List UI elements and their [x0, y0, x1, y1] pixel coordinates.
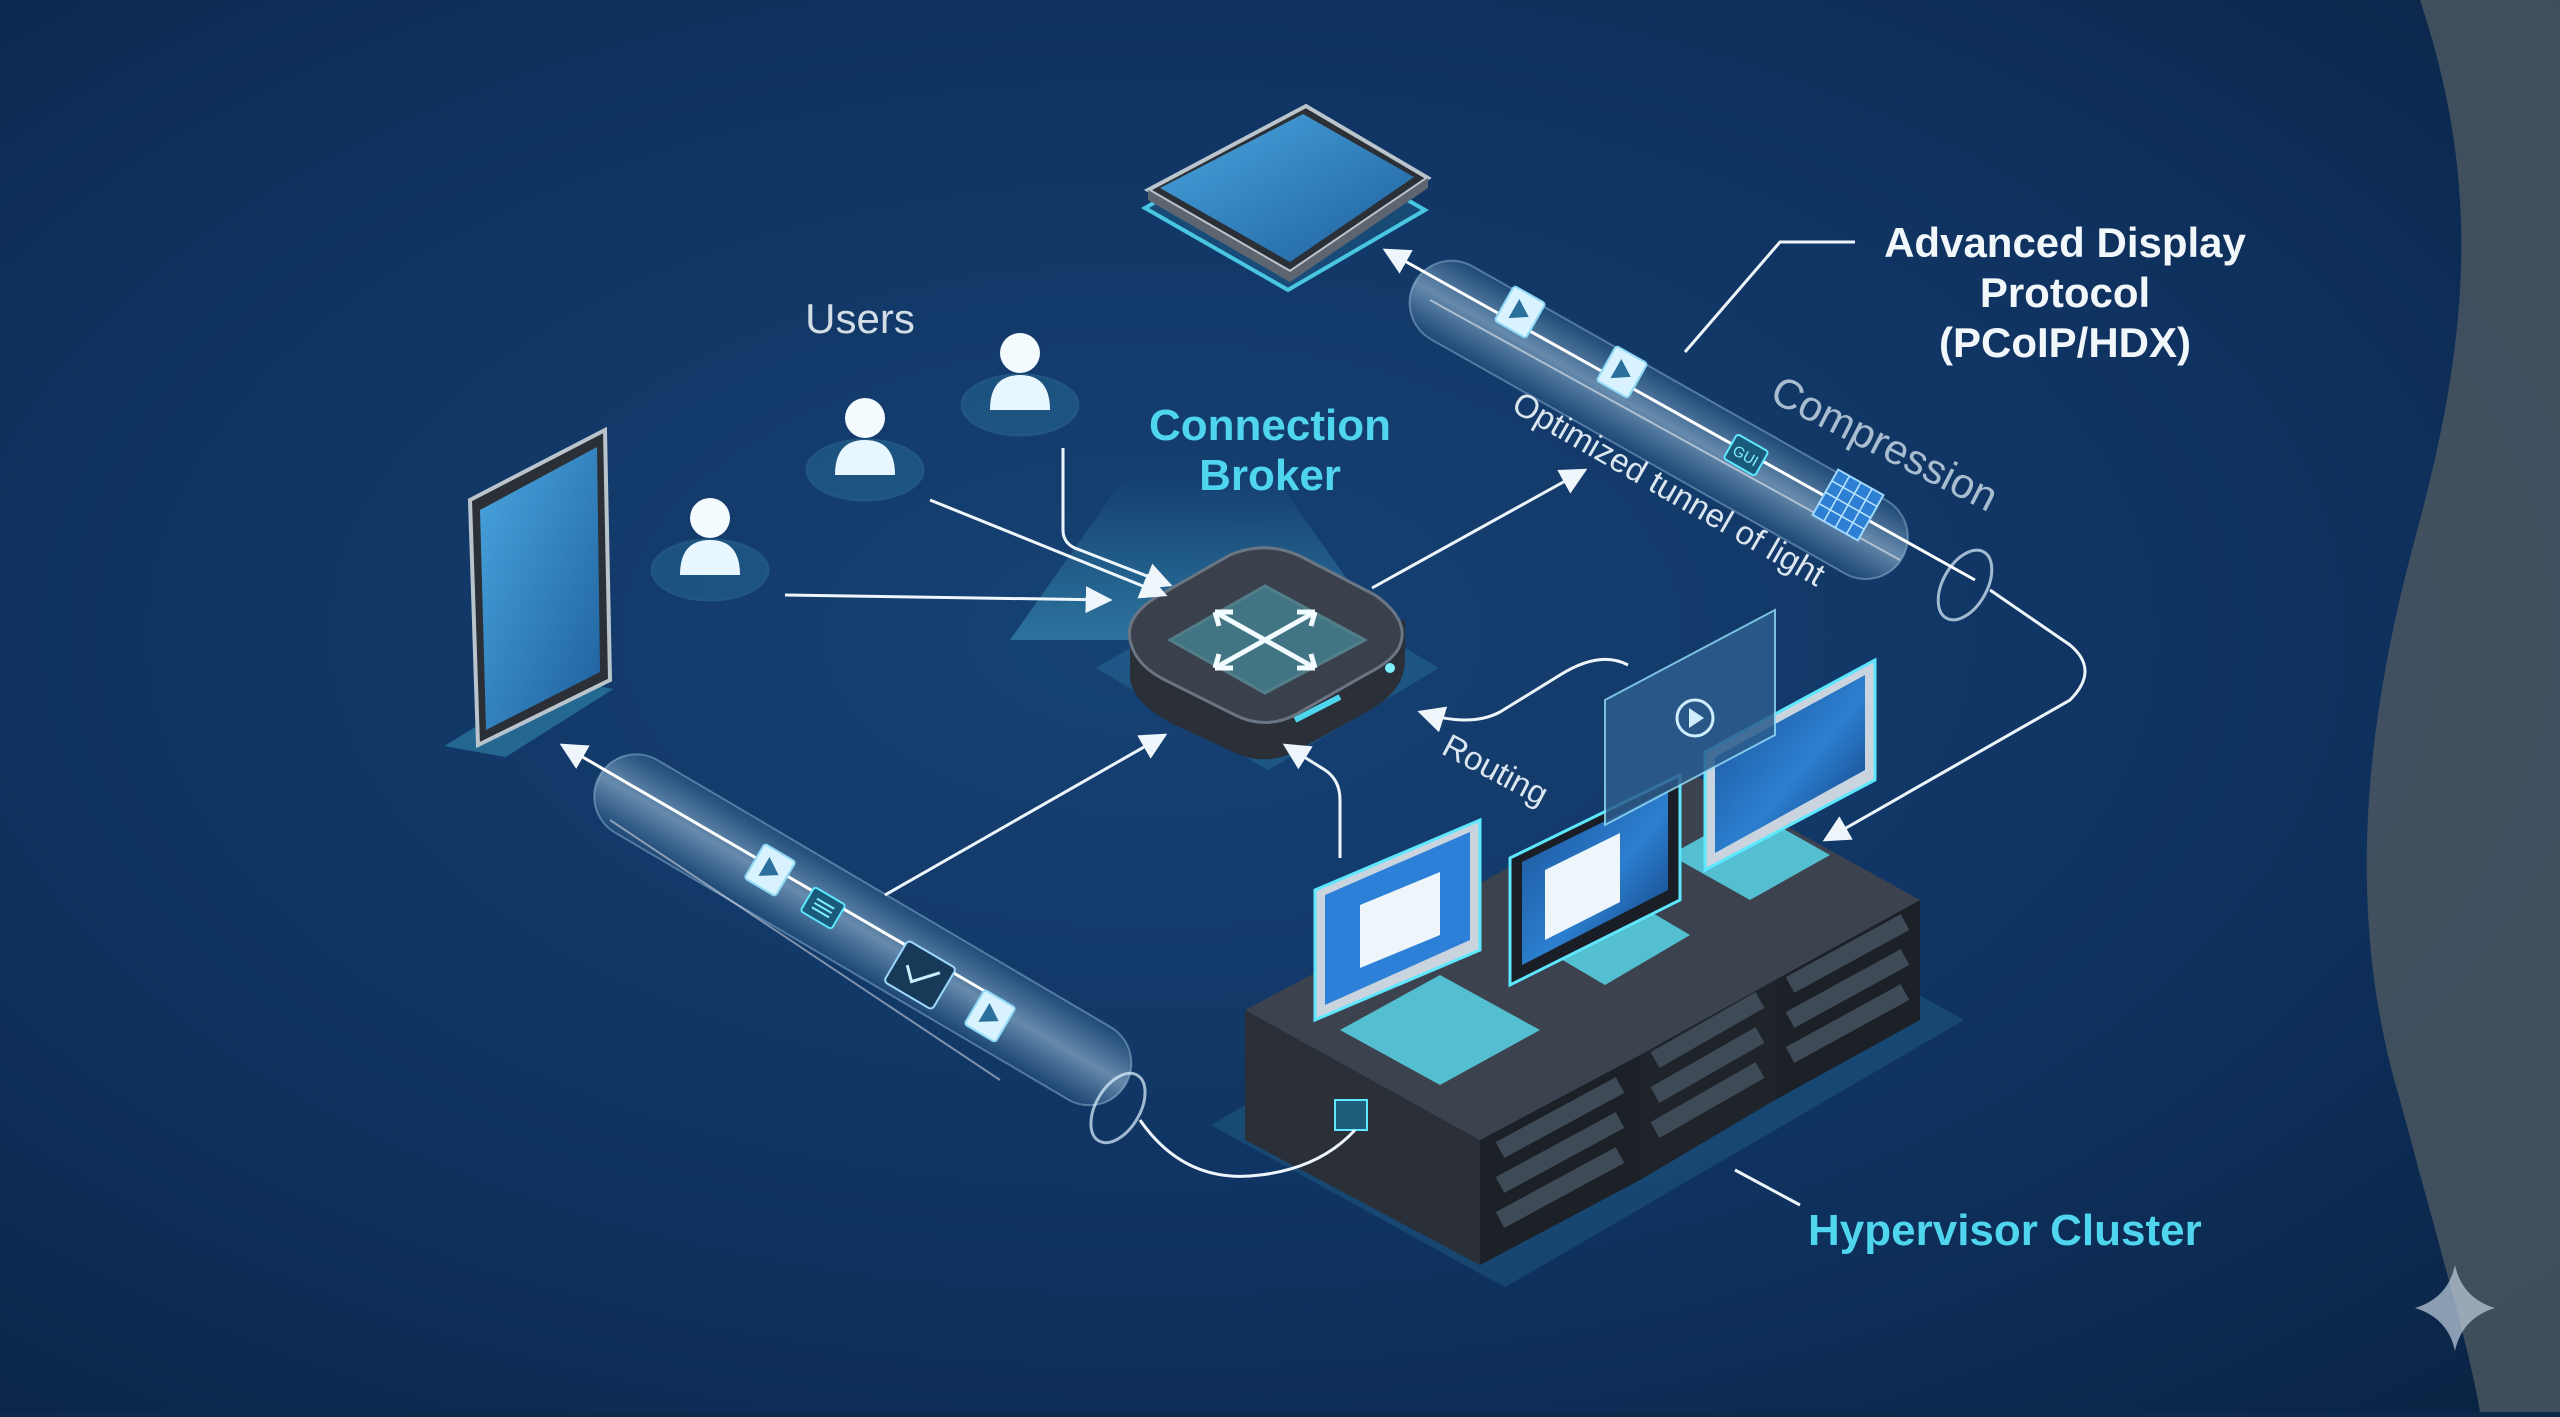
protocol-label-line3: (PCoIP/HDX) [1939, 319, 2191, 366]
hypervisor-cluster [1210, 608, 1965, 1288]
users-label: Users [805, 295, 915, 342]
gui-chip-icon [800, 886, 846, 930]
connection-broker-label-line2: Broker [1199, 451, 1341, 500]
window-icon [884, 940, 956, 1010]
play-icon [964, 989, 1016, 1043]
virtual-desktop-window [1703, 657, 1877, 873]
protocol-tunnel-top: GUI [1382, 248, 1994, 622]
tablet-portrait-device [444, 426, 614, 758]
user-icon [650, 498, 770, 602]
background-wave [2366, 0, 2560, 1412]
play-icon [744, 843, 796, 897]
sparkle-icon [2415, 1265, 2495, 1351]
user-icon [960, 333, 1080, 437]
virtual-desktop-window [1604, 608, 1776, 827]
protocol-label-line2: Protocol [1980, 269, 2150, 316]
grid-icon [1811, 468, 1885, 542]
user-icon [805, 398, 925, 502]
virtual-desktop-window [1313, 817, 1482, 1023]
connector-arrows [784, 240, 2087, 1207]
tablet-landscape-device [1141, 103, 1432, 293]
virtual-desktop-window [1508, 772, 1682, 988]
protocol-label-line1: Advanced Display [1884, 219, 2246, 266]
play-icon [1494, 285, 1546, 339]
protocol-tunnel-bottom [559, 743, 1147, 1145]
hypervisor-cluster-label: Hypervisor Cluster [1808, 1206, 2202, 1255]
gui-chip-icon: GUI [1723, 434, 1769, 476]
play-icon [1596, 345, 1648, 399]
connection-broker-label-line1: Connection [1149, 401, 1391, 450]
move-arrows-icon [1212, 609, 1318, 671]
